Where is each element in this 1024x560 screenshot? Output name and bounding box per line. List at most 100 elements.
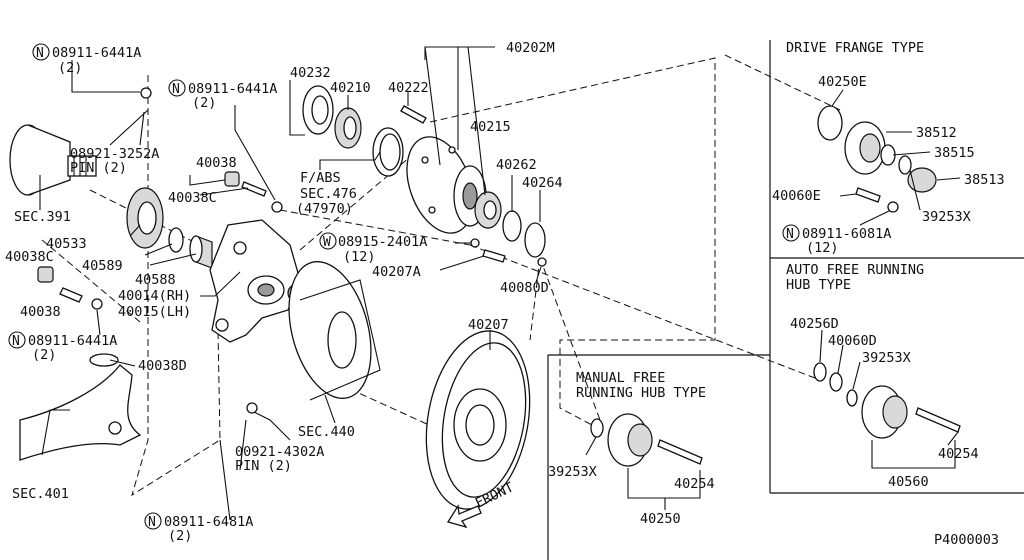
ring-39253x-a xyxy=(898,155,912,175)
section-title-auto-free-1: AUTO FREE RUNNING xyxy=(786,262,924,278)
label-38512: 38512 xyxy=(916,125,957,141)
label-08911-6441a-low-qty: (2) xyxy=(32,347,56,363)
nut-symbol-icon: N xyxy=(168,79,186,97)
hub-40560 xyxy=(861,385,908,439)
bushing-40038c-upper xyxy=(224,171,240,187)
label-39253x-b: 39253X xyxy=(862,350,911,366)
lock-washer-40264 xyxy=(524,222,546,258)
label-40262: 40262 xyxy=(496,157,537,173)
label-39253x-c: 39253X xyxy=(548,464,597,480)
label-sec476: SEC.476 xyxy=(300,186,357,202)
label-40256d: 40256D xyxy=(790,316,839,332)
section-title-manual-free-1: MANUAL FREE xyxy=(576,370,665,386)
label-sec476-sub: (47970) xyxy=(296,201,353,217)
label-40015: 40015(LH) xyxy=(118,304,191,320)
screw-40207a xyxy=(482,249,506,263)
label-08915-2401a: 08915-2401A xyxy=(338,234,427,250)
svg-text:N: N xyxy=(148,515,156,530)
label-40589: 40589 xyxy=(82,258,123,274)
bolt-40254-b xyxy=(657,439,703,465)
label-08911-6081a-qty: (12) xyxy=(806,240,839,256)
bearing-40210 xyxy=(334,107,362,149)
snap-ring-38515 xyxy=(880,144,896,166)
label-08911-6441a-low: 08911-6441A xyxy=(28,333,117,349)
nut-08911-6081a xyxy=(887,201,899,213)
bushing-40588 xyxy=(189,235,213,269)
svg-text:N: N xyxy=(172,82,180,97)
label-08911-6481a-qty: (2) xyxy=(168,528,192,544)
nut-symbol-icon: N xyxy=(782,224,800,242)
label-40202m: 40202M xyxy=(506,40,555,56)
hub-40250 xyxy=(607,413,653,467)
bolt-40038-upper xyxy=(241,181,267,197)
label-39253x-a: 39253X xyxy=(922,209,971,225)
label-40060d: 40060D xyxy=(828,333,877,349)
label-40207a: 40207A xyxy=(372,264,421,280)
seal-40232 xyxy=(302,85,334,135)
front-arrow-icon xyxy=(446,504,482,529)
nut-08911-6441a-top xyxy=(140,87,152,99)
cap-38513 xyxy=(907,167,937,193)
label-40038c-b: 40038C xyxy=(5,249,54,265)
label-40254-a: 40254 xyxy=(938,446,979,462)
nut-symbol-icon: N xyxy=(8,331,26,349)
label-38515: 38515 xyxy=(934,145,975,161)
label-40060e: 40060E xyxy=(772,188,821,204)
nut-08911-6441a-low xyxy=(91,298,103,310)
svg-text:N: N xyxy=(36,46,44,61)
label-08911-6441a-top: 08911-6441A xyxy=(52,45,141,61)
section-title-drive-flange: DRIVE FRANGE TYPE xyxy=(786,40,924,56)
label-40222: 40222 xyxy=(388,80,429,96)
label-40210: 40210 xyxy=(330,80,371,96)
oil-seal-40533 xyxy=(126,187,164,249)
label-40038c-a: 40038C xyxy=(168,190,217,206)
svg-text:N: N xyxy=(786,227,794,242)
washer-08915-2401a xyxy=(470,238,480,248)
label-40014: 40014(RH) xyxy=(118,288,191,304)
label-40533: 40533 xyxy=(46,236,87,252)
label-40232: 40232 xyxy=(290,65,331,81)
nut-08911-6441a-mid xyxy=(271,201,283,213)
diagram-code: P4000003 xyxy=(934,532,999,548)
circled-symbols: N N N N N W xyxy=(8,43,800,530)
label-08911-6481a: 08911-6481A xyxy=(164,514,253,530)
label-00921-4302a: 00921-4302A xyxy=(235,444,324,460)
label-sec391: SEC.391 xyxy=(14,209,71,225)
ring-39253x-b xyxy=(846,389,858,407)
label-08921-3252a: 08921-3252A xyxy=(70,146,159,162)
knuckle-40014 xyxy=(209,219,303,343)
pin-00921-4302a xyxy=(239,402,258,471)
hub-40202m xyxy=(406,136,487,234)
section-frames xyxy=(547,40,1024,560)
svg-text:W: W xyxy=(323,235,331,250)
section-title-auto-free-2: HUB TYPE xyxy=(786,277,851,293)
pin-08921-3252a xyxy=(139,111,145,146)
brake-rotor-40207 xyxy=(425,330,531,510)
label-08911-6081a: 08911-6081A xyxy=(802,226,891,242)
label-40250: 40250 xyxy=(640,511,681,527)
label-sec401: SEC.401 xyxy=(12,486,69,502)
label-40038-a: 40038 xyxy=(196,155,237,171)
label-08911-6441a-mid-qty: (2) xyxy=(192,95,216,111)
bolt-40060e xyxy=(855,187,881,203)
bolt-40038-lower xyxy=(59,287,83,303)
lower-arm-sec401 xyxy=(19,353,142,461)
label-40038-b: 40038 xyxy=(20,304,61,320)
label-40560: 40560 xyxy=(888,474,929,490)
label-fabs: F/ABS xyxy=(300,170,341,186)
nut-symbol-icon: N xyxy=(144,512,162,530)
drive-flange-38512 xyxy=(844,121,886,175)
abs-sensor-ring xyxy=(372,127,404,177)
label-08911-6441a-top-qty: (2) xyxy=(58,60,82,76)
ring-40256d xyxy=(813,362,827,382)
bearing-40215 xyxy=(474,191,502,229)
washer-40060d xyxy=(829,372,843,392)
label-40588: 40588 xyxy=(135,272,176,288)
label-40215: 40215 xyxy=(470,119,511,135)
nut-symbol-icon: N xyxy=(32,43,50,61)
label-08915-2401a-qty: (12) xyxy=(343,249,376,265)
label-40207: 40207 xyxy=(468,317,509,333)
label-08921-3252a-sub: PIN (2) xyxy=(70,160,127,176)
bolt-40254-a xyxy=(915,407,961,433)
